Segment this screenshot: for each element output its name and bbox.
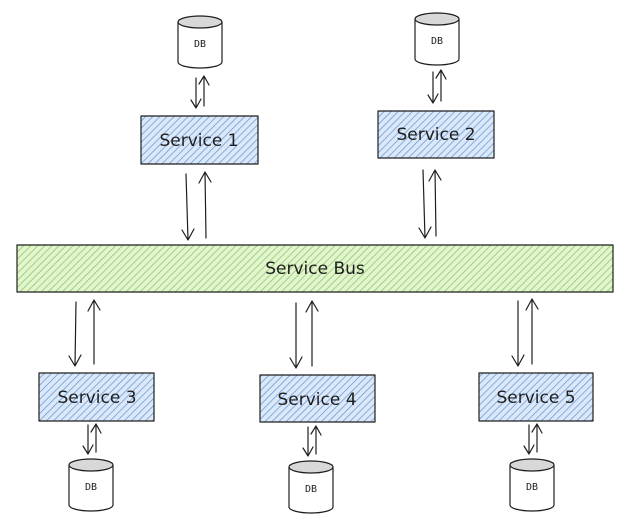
database-icon: DB bbox=[509, 458, 555, 512]
service-2-label: Service 2 bbox=[396, 125, 475, 145]
db-label: DB bbox=[431, 36, 443, 47]
service-5-label: Service 5 bbox=[496, 388, 575, 408]
database-icon: DB bbox=[177, 15, 223, 69]
service-bus-label: Service Bus bbox=[265, 259, 365, 279]
db-label: DB bbox=[194, 39, 206, 50]
service-4-label: Service 4 bbox=[277, 390, 356, 410]
service-bus: Service Bus bbox=[16, 244, 614, 293]
service-5: Service 5 bbox=[478, 372, 594, 422]
service-bus-arrows bbox=[68, 169, 539, 369]
service-3: Service 3 bbox=[38, 372, 155, 422]
service-4: Service 4 bbox=[259, 374, 376, 423]
db-label: DB bbox=[526, 482, 538, 493]
db-service-arrows bbox=[82, 69, 543, 457]
service-1-label: Service 1 bbox=[159, 131, 238, 151]
db-label: DB bbox=[305, 484, 317, 495]
database-icon: DB bbox=[68, 458, 114, 512]
service-2: Service 2 bbox=[377, 110, 495, 159]
service-3-label: Service 3 bbox=[57, 388, 136, 408]
database-icon: DB bbox=[288, 460, 334, 514]
service-1: Service 1 bbox=[140, 115, 259, 165]
database-icon: DB bbox=[414, 12, 460, 66]
db-label: DB bbox=[85, 482, 97, 493]
